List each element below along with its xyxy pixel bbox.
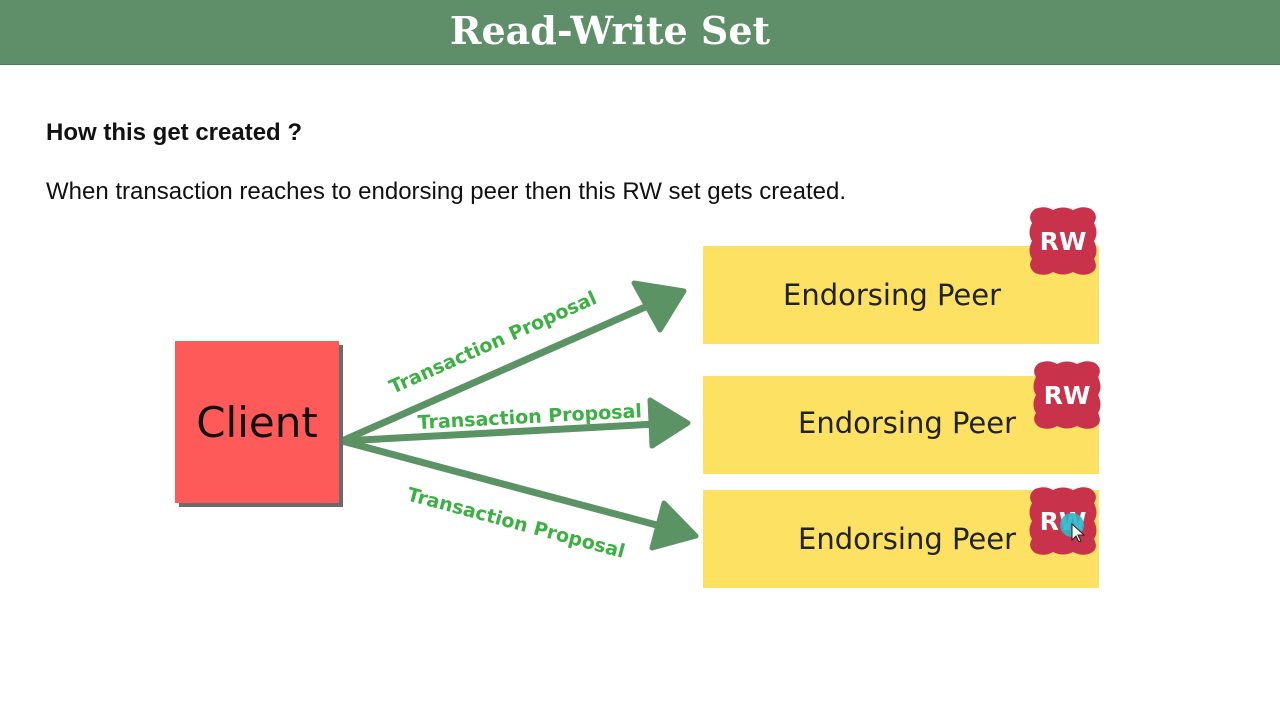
rw-badge-1: RW <box>1027 205 1099 277</box>
endorsing-peer-2: Endorsing Peer <box>703 376 1099 474</box>
arrow-head-1 <box>631 280 687 333</box>
client-node: Client <box>175 341 339 503</box>
page-title: Read-Write Set <box>449 8 771 53</box>
arrow-shaft-3 <box>338 437 668 531</box>
arrow-head-2 <box>647 397 691 449</box>
arrow-shaft-1 <box>338 300 656 445</box>
arrow-head-3 <box>649 500 699 551</box>
arrow-shaft-2 <box>338 420 660 445</box>
client-label: Client <box>196 397 318 447</box>
question-heading: How this get created ? <box>46 119 303 146</box>
rw-badge-shape <box>1029 207 1097 275</box>
description-text: When transaction reaches to endorsing pe… <box>46 178 846 205</box>
title-bar: Read-Write Set <box>0 0 1280 65</box>
rw-badge-label: RW <box>1039 226 1087 256</box>
arrow-label-3: Transaction Proposal <box>405 484 627 563</box>
peer-label: Endorsing Peer <box>798 522 1017 556</box>
peer-label: Endorsing Peer <box>783 278 1002 312</box>
rw-badge-shape <box>1033 361 1101 429</box>
rw-badge-label: RW <box>1043 380 1091 410</box>
peer-label: Endorsing Peer <box>798 406 1017 440</box>
rw-badge-2: RW <box>1031 359 1103 431</box>
mouse-pointer-icon <box>1060 513 1086 542</box>
